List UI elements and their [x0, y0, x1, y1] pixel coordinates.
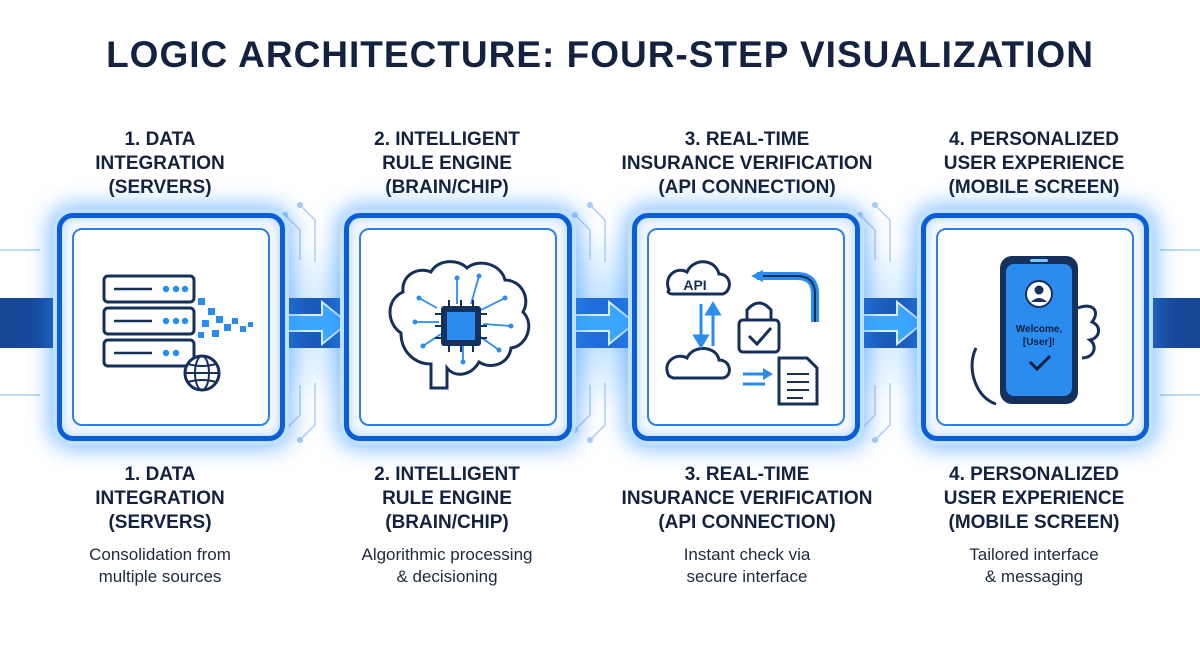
step-1-heading-bottom: 1. DATA INTEGRATION (SERVERS)	[10, 463, 310, 535]
brain-chip-icon	[388, 260, 531, 390]
step-1-heading-line: (SERVERS)	[108, 177, 212, 198]
step-1-heading-line: (SERVERS)	[108, 512, 212, 533]
step-3-heading-line: INSURANCE VERIFICATION	[621, 153, 873, 174]
flow-arrow-icon	[568, 299, 637, 347]
step-4-heading-line: 4. PERSONALIZED	[949, 129, 1119, 150]
step-3-heading-line: 3. REAL-TIME	[684, 129, 810, 150]
step-2-heading-line: 2. INTELLIGENT	[374, 129, 520, 150]
step-1-description: Consolidation from multiple sources	[10, 544, 310, 588]
step-2-heading-line: (BRAIN/CHIP)	[385, 512, 509, 533]
step-1-heading-line: INTEGRATION	[95, 488, 225, 509]
step-4-heading-line: USER EXPERIENCE	[943, 153, 1125, 174]
api-lock-icon: API	[665, 260, 819, 406]
step-4-description-line: Tailored interface	[969, 545, 1099, 564]
api-label: API	[683, 277, 706, 293]
server-stack-icon	[102, 274, 253, 392]
step-2-heading-line: (BRAIN/CHIP)	[385, 177, 509, 198]
step-1-description-line: multiple sources	[98, 567, 222, 586]
step-2-description: Algorithmic processing & decisioning	[297, 544, 597, 588]
step-3-heading-line: (API CONNECTION)	[658, 177, 836, 198]
step-3-heading-top: 3. REAL-TIME INSURANCE VERIFICATION (API…	[597, 128, 897, 200]
step-3-heading-line: 3. REAL-TIME	[684, 464, 810, 485]
step-3-card: API	[632, 213, 860, 441]
step-1-heading-line: 1. DATA	[124, 464, 196, 485]
step-2-description-line: Algorithmic processing	[361, 545, 533, 564]
step-4-heading-line: 4. PERSONALIZED	[949, 464, 1119, 485]
step-1-card	[57, 213, 285, 441]
step-1-heading-line: INTEGRATION	[95, 153, 225, 174]
step-4-heading-bottom: 4. PERSONALIZED USER EXPERIENCE (MOBILE …	[884, 463, 1184, 535]
user-placeholder: [User]!	[1023, 337, 1055, 348]
step-4-description: Tailored interface & messaging	[884, 544, 1184, 588]
step-2-card	[344, 213, 572, 441]
flow-arrow-icon	[856, 299, 925, 347]
page-title: LOGIC ARCHITECTURE: FOUR-STEP VISUALIZAT…	[106, 34, 1094, 75]
step-2-heading-line: 2. INTELLIGENT	[374, 464, 520, 485]
step-2-heading-line: RULE ENGINE	[382, 153, 512, 174]
step-3-description-line: secure interface	[686, 567, 808, 586]
welcome-message: Welcome,	[1016, 324, 1063, 335]
step-4-heading-top: 4. PERSONALIZED USER EXPERIENCE (MOBILE …	[884, 128, 1184, 200]
step-4-heading-line: (MOBILE SCREEN)	[948, 512, 1120, 533]
step-2-heading-top: 2. INTELLIGENT RULE ENGINE (BRAIN/CHIP)	[297, 128, 597, 200]
step-4-heading-line: (MOBILE SCREEN)	[948, 177, 1120, 198]
step-3-description: Instant check via secure interface	[597, 544, 897, 588]
step-1-heading-top: 1. DATA INTEGRATION (SERVERS)	[10, 128, 310, 200]
step-2-heading-bottom: 2. INTELLIGENT RULE ENGINE (BRAIN/CHIP)	[297, 463, 597, 535]
step-1-description-line: Consolidation from	[89, 545, 231, 564]
flow-arrow-icon	[281, 299, 350, 347]
step-2-description-line: & decisioning	[396, 567, 498, 586]
step-1-heading-line: 1. DATA	[124, 129, 196, 150]
step-3-heading-line: INSURANCE VERIFICATION	[621, 488, 873, 509]
step-4-heading-line: USER EXPERIENCE	[943, 488, 1125, 509]
step-3-heading-line: (API CONNECTION)	[658, 512, 836, 533]
mobile-phone-icon: Welcome, [User]!	[970, 256, 1100, 406]
step-4-description-line: & messaging	[984, 567, 1084, 586]
step-2-heading-line: RULE ENGINE	[382, 488, 512, 509]
step-3-heading-bottom: 3. REAL-TIME INSURANCE VERIFICATION (API…	[597, 463, 897, 535]
step-3-description-line: Instant check via	[683, 545, 811, 564]
step-4-card: Welcome, [User]!	[921, 213, 1149, 441]
